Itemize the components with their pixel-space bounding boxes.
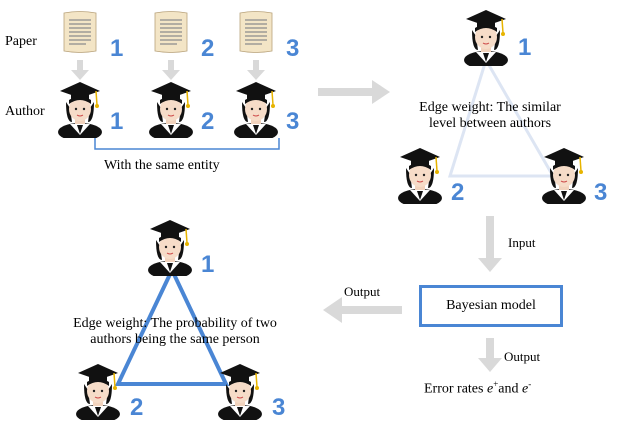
paper-document-icon (153, 10, 189, 54)
top-edge-weight-line2: level between authors (428, 116, 552, 131)
output-left-arrow (323, 297, 402, 323)
bayesian-model-box: Bayesian model (419, 285, 563, 327)
paper-index-1: 1 (110, 35, 124, 62)
e-plus-symbol: e (486, 381, 494, 397)
graduate-avatar-icon (146, 216, 194, 276)
same-entity-bracket (94, 138, 280, 150)
top-edge-weight-line1: Edge weight: The similar (419, 100, 561, 115)
bottom-edge-weight-line2: authors being the same person (90, 332, 260, 347)
bottom-edge-weight-line1: Edge weight: The probability of two (73, 316, 277, 331)
paper-document-icon (62, 10, 98, 54)
error-rates-label: Error rates e+and e- (424, 379, 531, 398)
bottom-node-3-label: 3 (272, 394, 286, 421)
bottom-node-1-label: 1 (201, 251, 215, 278)
paper-index-2: 2 (201, 35, 215, 62)
output-down-arrow (478, 338, 502, 372)
bottom-node-2-label: 2 (130, 394, 144, 421)
author-index-1: 1 (110, 108, 124, 135)
e-minus-symbol: e (521, 381, 529, 397)
graduate-avatar-icon (540, 144, 588, 204)
top-node-2-label: 2 (451, 179, 465, 206)
top-edge-weight-label: Edge weight: The similar level between a… (400, 100, 580, 132)
graduate-avatar-icon (147, 78, 195, 138)
bottom-edge-weight-label: Edge weight: The probability of two auth… (52, 316, 298, 348)
same-entity-label: With the same entity (104, 158, 220, 173)
output-down-label: Output (504, 349, 541, 364)
author-row-label: Author (5, 104, 45, 119)
graduate-avatar-icon (74, 360, 122, 420)
paper-row-label: Paper (5, 34, 37, 49)
author-index-2: 2 (201, 108, 215, 135)
error-rates-prefix: Error rates (424, 381, 487, 397)
graduate-avatar-icon (396, 144, 444, 204)
paper-document-icon (238, 10, 274, 54)
bayesian-model-label: Bayesian model (446, 298, 536, 313)
input-label: Input (508, 235, 536, 250)
graduate-avatar-icon (216, 360, 264, 420)
graduate-avatar-icon (232, 78, 280, 138)
paper-to-author-arrows (71, 60, 265, 80)
output-left-label: Output (344, 284, 381, 299)
top-similarity-triangle (447, 56, 556, 178)
right-arrow (318, 80, 390, 104)
plus-superscript: + (493, 379, 499, 389)
bottom-probability-triangle (114, 265, 230, 386)
top-node-1-label: 1 (518, 34, 532, 61)
minus-superscript: - (528, 379, 532, 389)
author-index-3: 3 (286, 108, 300, 135)
paper-index-3: 3 (286, 35, 300, 62)
and-word: and (498, 381, 522, 397)
top-node-3-label: 3 (594, 179, 608, 206)
graduate-avatar-icon (462, 6, 510, 66)
input-arrow (478, 216, 502, 272)
graduate-avatar-icon (56, 78, 104, 138)
